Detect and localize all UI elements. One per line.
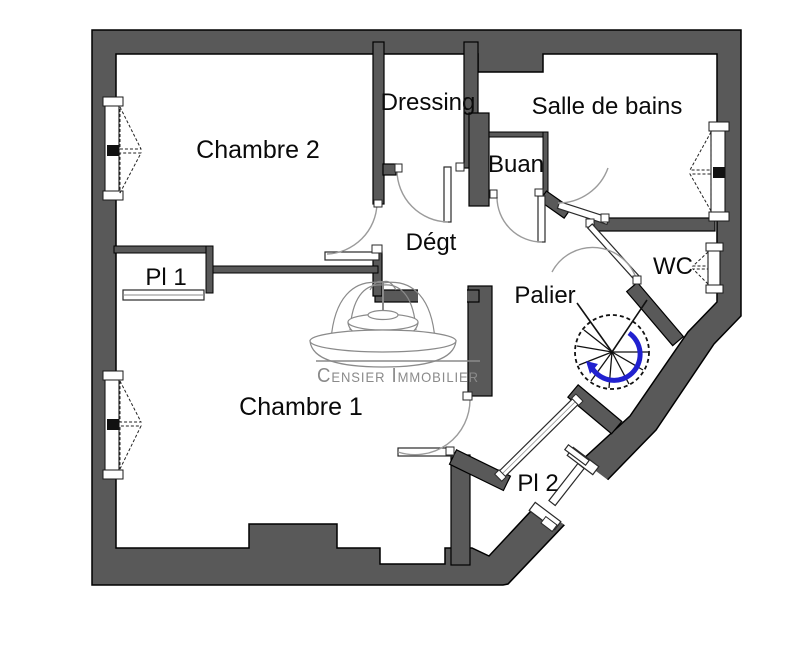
wall-dressing-stub [382,163,397,176]
room-label-buan: Buan [488,151,544,178]
wall-pl1-right [205,245,214,294]
watermark-backdrop [418,288,467,304]
wall-buan-left [468,112,490,207]
fountain-logo-icon [309,280,480,368]
door-chambre2 [324,199,383,261]
wall-pl1-top [113,245,214,254]
spiral-staircase-icon [574,299,650,390]
wall-wc-divider [625,281,685,347]
room-label-chambre1: Chambre 1 [239,393,363,421]
door-chambre1 [397,391,473,457]
wall-salle-de-bains-bottom [593,217,716,232]
door-buan [489,188,546,243]
window-chambre1-icon [102,370,142,480]
wall-chambre2-right [372,41,385,205]
room-label-wc: WC [653,253,693,280]
window-salle-de-bains-icon [689,121,730,222]
room-label-degt: Dégt [406,229,457,256]
room-label-pl2: Pl 2 [517,470,558,497]
room-label-pl1: Pl 1 [145,264,186,291]
door-dressing [394,162,465,223]
room-label-palier: Palier [514,282,575,309]
outer-walls [91,29,742,586]
interior-walls [113,41,716,566]
door-salle-de-bains [556,167,610,228]
room-label-salle-de-bains: Salle de bains [532,93,683,120]
wall-buan-top [488,131,548,138]
pl1-rail [122,289,205,301]
wall-corner-stub [448,449,512,492]
room-label-chambre2: Chambre 2 [196,136,320,164]
window-wc-icon [691,242,724,294]
watermark-text: Censier Immobilier [317,365,479,387]
room-label-dressing: Dressing [381,89,476,116]
door-wc [551,223,642,285]
wall-stair-stub [567,384,623,435]
window-chambre2-icon [102,96,142,201]
stair-arrow-icon [586,330,643,383]
pl2-sliding-door [494,393,584,482]
wall-degt-chambre1 [210,265,379,274]
entrance-door [528,443,600,533]
wall-chambre1-right-upper [467,285,493,397]
